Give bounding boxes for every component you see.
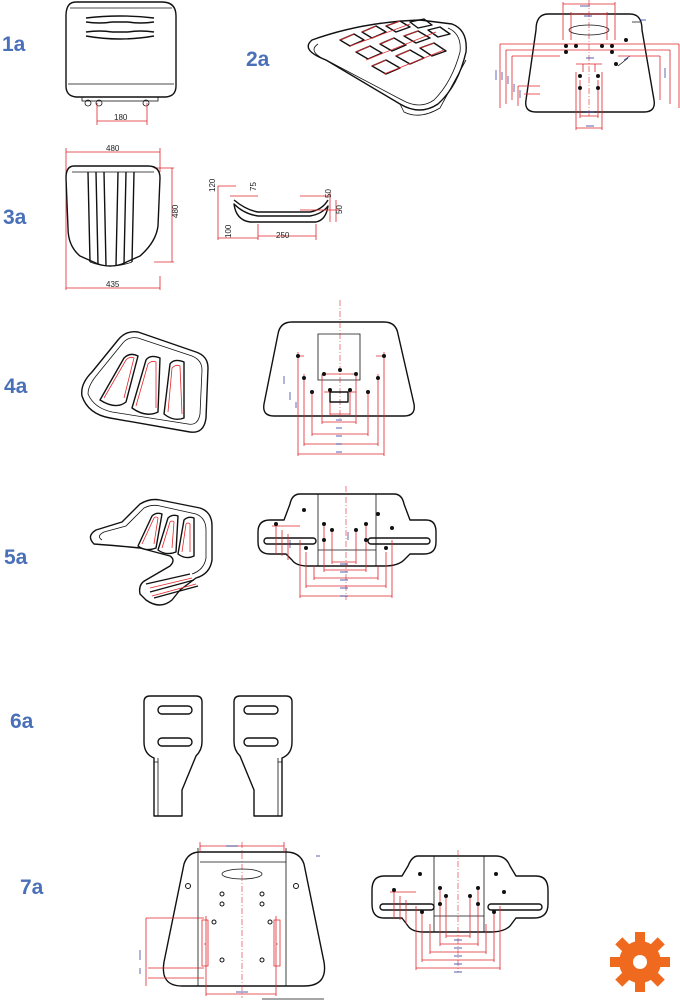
drawing-5a-seat-perspective [89,498,213,606]
drawing-3a-side-profile: 120 75 50 50 100 250 [208,178,344,240]
drawing-6a-brackets [143,695,293,817]
dim-3a-side-base: 100 [224,224,233,238]
gear-icon [610,932,670,992]
figure-label-5a: 5a [4,546,28,569]
drawing-2a-seat-plan [495,0,680,130]
drawing-5a-seat-plan [257,486,437,600]
dim-3a-side-front: 50 [335,205,344,214]
drawing-7a-seat-plan-slots [371,850,549,973]
figure-label-6a: 6a [10,710,34,733]
dim-3a-side-left: 120 [208,178,217,192]
dim-3a-height: 480 [171,204,180,218]
dim-3a-side-width: 250 [276,231,290,240]
drawing-3a-seat: 480 435 480 [65,144,180,290]
figure-label-3a: 3a [3,206,27,229]
figure-label-4a: 4a [4,375,28,398]
drawing-2a-seat-perspective [307,18,467,116]
dim-3a-side-right: 50 [324,189,333,198]
figure-label-2a: 2a [246,48,270,71]
dim-1a-width: 180 [114,113,128,122]
drawing-4a-seat-perspective [81,330,209,433]
dim-3a-side-seat: 75 [249,182,258,191]
drawing-7a-seat-plan [139,842,326,1000]
figure-label-1a: 1a [2,33,26,56]
drawing-4a-seat-plan [263,300,415,456]
drawing-1a-seat-front: 180 [65,1,177,125]
dim-3a-top-width: 480 [106,144,120,153]
figure-label-7a: 7a [20,876,44,899]
dim-3a-bottom-width: 435 [106,280,120,289]
